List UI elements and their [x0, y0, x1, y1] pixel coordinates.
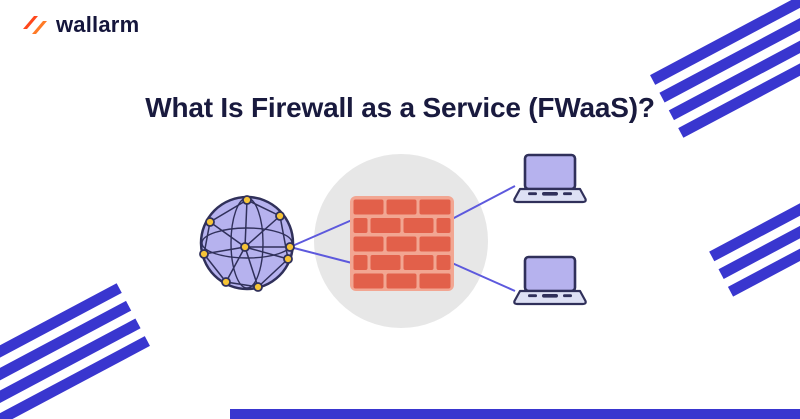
network-edges — [203, 199, 290, 288]
decor-bottom-bar — [230, 409, 800, 419]
bricks — [353, 199, 451, 289]
network-nodes — [199, 195, 295, 292]
keyboard-keys — [528, 294, 572, 298]
network-globe-icon — [199, 195, 295, 292]
connector-lines — [289, 185, 516, 292]
connector-firewall-to-laptop — [451, 262, 516, 292]
connector-globe-to-firewall — [289, 219, 353, 248]
wallarm-logo-icon — [23, 16, 47, 34]
page-title: What Is Firewall as a Service (FWaaS)? — [145, 92, 655, 123]
keyboard-keys — [528, 192, 572, 196]
laptop-icon — [513, 153, 587, 204]
firewall-wall-icon — [350, 196, 454, 291]
connector-firewall-to-laptop — [451, 185, 516, 220]
laptop-icon — [513, 255, 587, 306]
wallarm-logo: wallarm — [22, 13, 139, 37]
connector-globe-to-firewall — [289, 246, 353, 264]
wallarm-logo-text: wallarm — [56, 12, 140, 37]
